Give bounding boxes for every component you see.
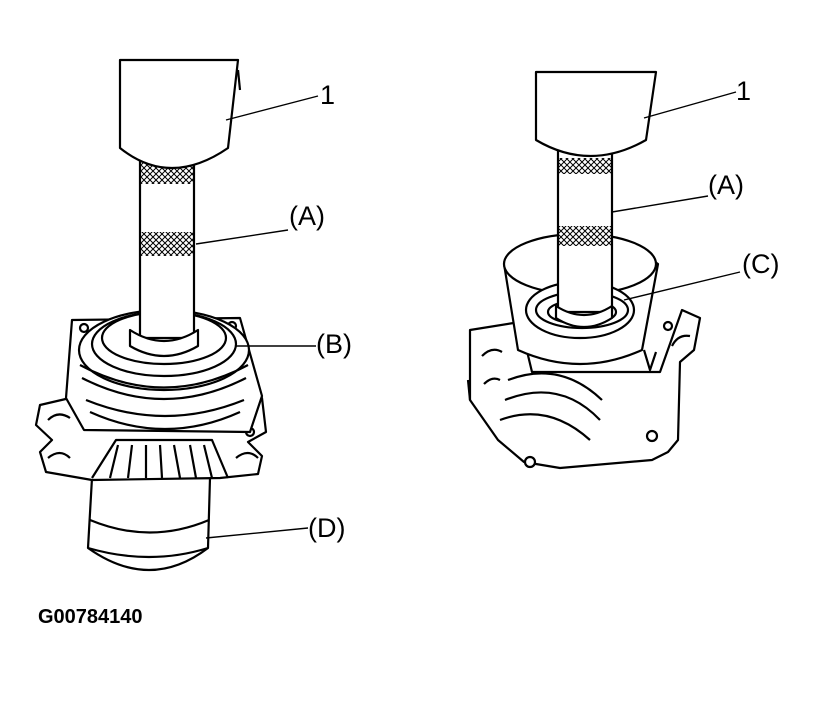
left-base-label: (D) — [308, 513, 346, 543]
right-housing — [466, 308, 702, 470]
right-shaft-label: (A) — [708, 170, 744, 200]
right-assembly — [466, 70, 741, 470]
left-shaft — [128, 156, 200, 357]
right-driver-tool — [534, 70, 658, 158]
left-leader-lines — [195, 95, 319, 539]
left-base-housing — [86, 476, 212, 572]
left-driver-tool — [118, 58, 242, 170]
right-tool-label: 1 — [736, 76, 752, 106]
left-assembly — [34, 58, 319, 572]
figure-code: G00784140 — [38, 606, 143, 628]
left-tool-label: 1 — [320, 80, 336, 110]
right-seal-label: (C) — [742, 249, 780, 279]
left-shaft-label: (A) — [289, 201, 325, 231]
left-seal-label: (B) — [316, 329, 352, 359]
left-neck-ribs — [91, 438, 230, 479]
right-leader-lines — [611, 91, 741, 301]
right-shaft — [554, 146, 614, 329]
